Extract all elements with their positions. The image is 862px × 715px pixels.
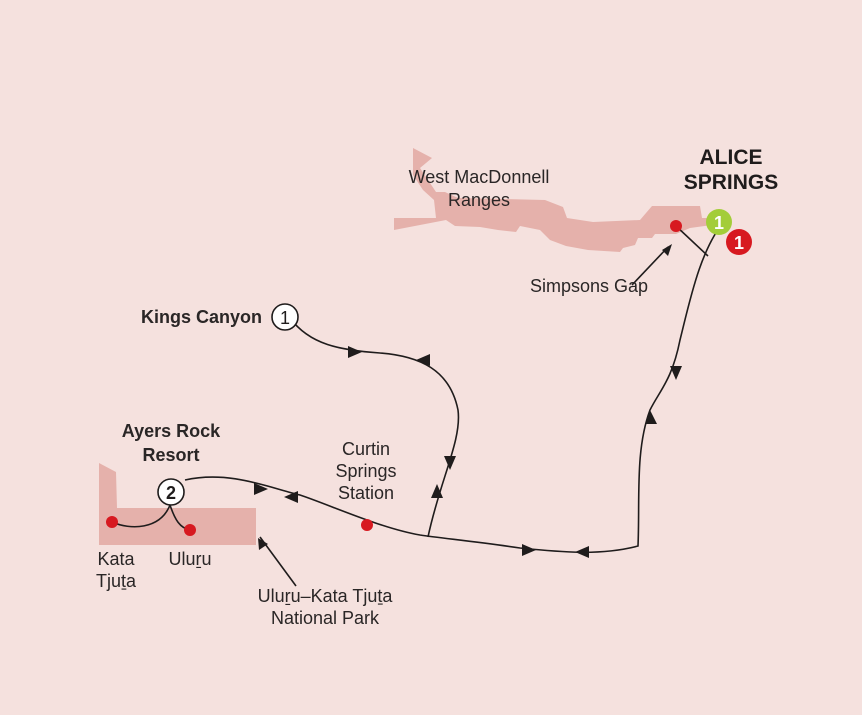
alice-springs-green-marker[interactable]: 1 [706,209,732,235]
svg-text:1: 1 [714,213,724,233]
west-macdonnell-label: West MacDonnell [409,167,550,187]
route-arrows [254,244,682,558]
arrow-icon [522,544,536,556]
kata-tjuta-label: Kata [97,549,135,569]
kata-tjuta-label-2: Tjuṯa [96,571,137,591]
route-kings-canyon [289,317,460,538]
simpsons-gap-label: Simpsons Gap [530,276,648,296]
alice-springs-label: ALICE [700,146,763,169]
alice-springs-label-2: SPRINGS [684,171,779,194]
uluru-stop [184,524,196,536]
ayers-rock-label-2: Resort [142,445,199,465]
arrow-icon [662,244,672,256]
curtin-springs-stop [361,519,373,531]
arrow-icon [645,410,657,424]
ayers-rock-marker[interactable]: 2 [157,478,185,506]
svg-text:1: 1 [734,233,744,253]
kings-canyon-label: Kings Canyon [141,307,262,327]
arrow-icon [431,484,443,498]
route-simpsons-gap [675,225,709,257]
arrow-icon [670,366,682,380]
kata-tjuta-stop [106,516,118,528]
curtin-springs-label: Curtin [342,439,390,459]
arrow-icon [284,491,298,503]
national-park-label-2: National Park [271,608,380,628]
ayers-rock-label: Ayers Rock [122,421,221,441]
national-park-label: Uluṟu–Kata Tjuṯa [258,586,394,606]
curtin-springs-label-3: Station [338,483,394,503]
kings-canyon-marker[interactable]: 1 [271,303,299,331]
pointer-simpsons-gap [631,246,669,286]
uluru-label: Uluṟu [168,549,211,569]
arrow-icon [444,456,456,470]
simpsons-gap-stop [670,220,682,232]
arrow-icon [416,354,430,366]
arrow-icon [254,483,268,495]
svg-text:1: 1 [280,308,290,328]
west-macdonnell-ranges-area [394,148,714,252]
arrow-icon [348,346,362,358]
arrow-icon [575,546,589,558]
route-alice-to-kings [184,219,726,554]
curtin-springs-label-2: Springs [335,461,396,481]
arrow-icon [258,538,268,550]
alice-springs-red-marker[interactable]: 1 [726,229,752,255]
west-macdonnell-label-2: Ranges [448,190,510,210]
svg-text:2: 2 [166,483,176,503]
uluru-kata-tjuta-national-park-area [99,463,256,545]
